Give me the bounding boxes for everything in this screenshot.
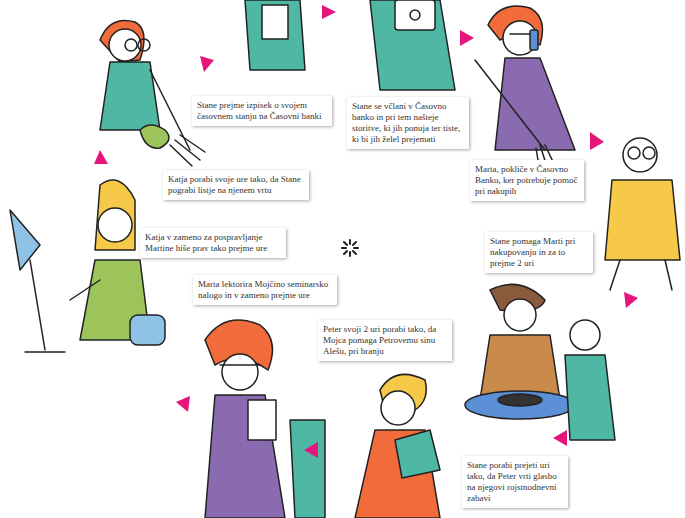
head	[503, 21, 537, 55]
text-box: Katja porabi svoje ure tako, da Stane po…	[163, 170, 309, 200]
leaves	[140, 125, 169, 148]
head	[98, 208, 132, 242]
text-box: Marta lektorira Mojčino seminarsko nalog…	[193, 275, 337, 305]
arrowhead	[624, 292, 638, 308]
text-box: Marta, pokliče v Časovno Banko, ker potr…	[470, 160, 584, 201]
head	[623, 138, 657, 172]
arrowhead	[304, 442, 318, 458]
arrowhead	[176, 396, 190, 412]
step-text: Peter svoji 2 uri porabi tako, da Mojca …	[323, 324, 447, 357]
flow-arrows	[94, 5, 638, 458]
text-box: Stane se včlani v Časovno banko in pri t…	[347, 97, 469, 149]
step-text: Katja v zameno za pospravljanje Martine …	[145, 232, 281, 254]
arrowhead	[322, 5, 336, 19]
turntable	[465, 391, 575, 419]
body	[245, 0, 305, 70]
body	[370, 0, 455, 90]
text-box: Stane prejme izpisek o svojem časovnem s…	[192, 96, 332, 126]
spinner	[342, 240, 358, 256]
phone	[530, 30, 538, 50]
lamp	[10, 210, 40, 270]
step-text: Stane prejme izpisek o svojem časovnem s…	[197, 100, 327, 122]
step-text: Stane pomaga Marti pri nakupovanju in za…	[490, 236, 588, 269]
body	[565, 355, 615, 440]
step-text: Stane porabi prejeti uri tako, da Peter …	[467, 460, 563, 504]
step-text: Katja porabi svoje ure tako, da Stane po…	[168, 174, 304, 196]
head	[381, 391, 415, 425]
head	[222, 354, 258, 390]
arrowhead	[200, 56, 214, 72]
dress	[355, 430, 440, 518]
text-box: Stane porabi prejeti uri tako, da Peter …	[462, 456, 568, 508]
step-text: Stane se včlani v Časovno banko in pri t…	[352, 101, 464, 145]
arrowhead	[590, 132, 604, 150]
arrowhead	[553, 430, 567, 446]
hair	[100, 20, 144, 62]
arrowhead	[460, 30, 474, 46]
text-box: Stane pomaga Marti pri nakupovanju in za…	[485, 232, 593, 273]
head	[570, 320, 600, 350]
head	[504, 299, 536, 331]
dress	[205, 395, 285, 518]
paper	[248, 400, 276, 440]
laptop	[395, 0, 435, 30]
vacuum	[130, 315, 165, 345]
text-box: Katja v zameno za pospravljanje Martine …	[140, 228, 286, 258]
text-box: Peter svoji 2 uri porabi tako, da Mojca …	[318, 320, 452, 361]
step-text: Marta lektorira Mojčino seminarsko nalog…	[198, 279, 332, 301]
paper	[262, 5, 288, 39]
shirt	[605, 180, 680, 260]
arrowhead	[94, 150, 108, 164]
chair	[290, 420, 325, 518]
hair	[95, 180, 135, 250]
book	[395, 430, 440, 478]
step-text: Marta, pokliče v Časovno Banko, ker potr…	[475, 164, 579, 197]
head	[109, 29, 141, 61]
